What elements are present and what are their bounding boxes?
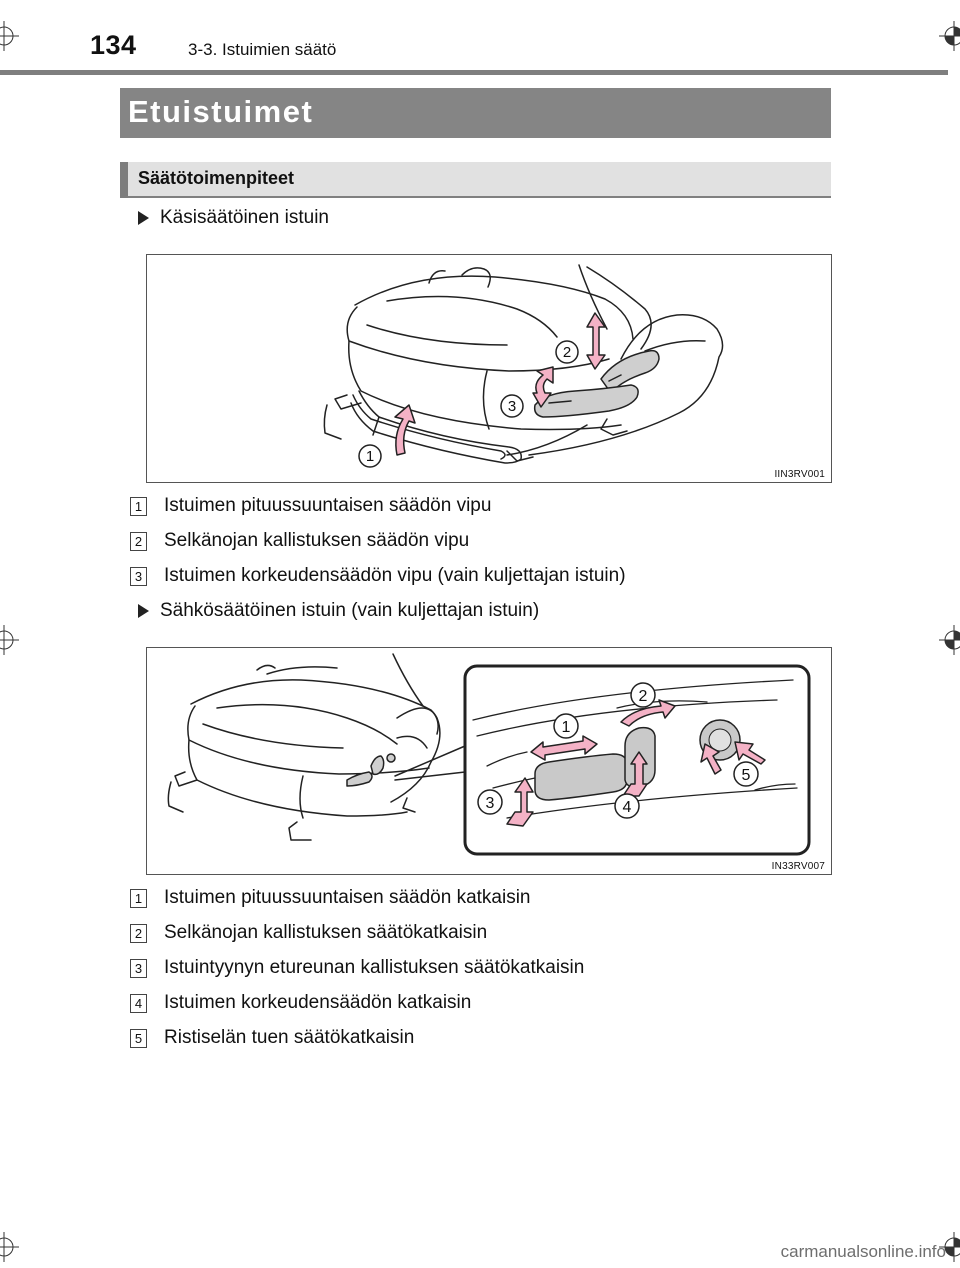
- legend-number-box: 2: [130, 531, 147, 551]
- legend-number-box: 4: [130, 993, 147, 1013]
- manual-seat-figure: 1 2 3 IIN3RV001: [146, 254, 832, 483]
- subheading: Säätötoimenpiteet: [138, 168, 295, 188]
- callout-3-bubble: [500, 394, 524, 418]
- power-seat-heading: Sähkösäätöinen istuin (vain kuljettajan …: [138, 600, 539, 622]
- legend-text: Selkänojan kallistuksen säädön vipu: [164, 530, 470, 551]
- power-seat-figure: 1 2 3 4 5 IN33RV007: [146, 647, 832, 875]
- header-rule: [0, 70, 948, 75]
- power-callout-5-bubble: [733, 761, 759, 787]
- manual-seat-illustration: 1 2 3: [323, 264, 724, 468]
- registration-mark-mid-left: [0, 625, 19, 655]
- power-legend-item-4: 4 Istuimen korkeudensäädön katkaisin: [130, 992, 471, 1014]
- registration-mark-mid-right: [939, 625, 960, 655]
- registration-mark-top-left: [0, 21, 19, 51]
- legend-text: Istuintyynyn etureunan kallistuksen säät…: [164, 957, 585, 978]
- subheading-bar: Säätötoimenpiteet: [120, 162, 831, 198]
- power-callout-5-label: 5: [742, 767, 751, 784]
- power-seat-illustration: 1 2 3 4 5: [167, 653, 811, 856]
- manual-seat-heading-text: Käsisäätöinen istuin: [160, 207, 329, 228]
- section-label: 3-3. Istuimien säätö: [188, 40, 337, 59]
- legend-text: Istuimen pituussuuntaisen säädön katkais…: [164, 887, 531, 908]
- power-legend-item-5: 5 Ristiselän tuen säätökatkaisin: [130, 1027, 414, 1049]
- page-number: 134: [90, 30, 137, 60]
- callout-2-label: 2: [563, 344, 571, 361]
- watermark: carmanualsonline.info: [780, 1242, 946, 1261]
- power-callout-3-label: 3: [486, 795, 495, 812]
- callout-2-bubble: [555, 340, 579, 364]
- power-legend-item-3: 3 Istuintyynyn etureunan kallistuksen sä…: [130, 957, 584, 979]
- legend-text: Istuimen korkeudensäädön vipu (vain kulj…: [164, 565, 626, 586]
- power-callout-4-label: 4: [623, 799, 632, 816]
- legend-number-box: 3: [130, 958, 147, 978]
- registration-mark-bottom-right: [939, 1232, 960, 1262]
- power-legend-item-2: 2 Selkänojan kallistuksen säätökatkaisin: [130, 922, 487, 944]
- legend-text: Selkänojan kallistuksen säätökatkaisin: [164, 922, 488, 943]
- manual-seat-figure-code: IIN3RV001: [774, 469, 825, 480]
- page-title: Etuistuimet: [128, 94, 314, 129]
- triangle-bullet-icon: [138, 211, 149, 225]
- power-callout-2-bubble: [630, 682, 656, 708]
- registration-mark-bottom-left: [0, 1232, 19, 1262]
- power-legend-item-1: 1 Istuimen pituussuuntaisen säädön katka…: [130, 887, 531, 909]
- legend-text: Istuimen pituussuuntaisen säädön vipu: [164, 495, 492, 516]
- power-callout-4-bubble: [614, 793, 640, 819]
- legend-number-box: 1: [130, 496, 147, 516]
- manual-legend-item-1: 1 Istuimen pituussuuntaisen säädön vipu: [130, 495, 491, 517]
- subheading-accent: [120, 162, 128, 198]
- manual-legend-item-2: 2 Selkänojan kallistuksen säädön vipu: [130, 530, 469, 552]
- manual-seat-heading: Käsisäätöinen istuin: [138, 207, 329, 229]
- legend-text: Istuimen korkeudensäädön katkaisin: [164, 992, 472, 1013]
- page-title-bar: Etuistuimet: [120, 88, 831, 138]
- callout-1-label: 1: [366, 448, 374, 465]
- legend-number-box: 2: [130, 923, 147, 943]
- legend-number-box: 5: [130, 1028, 147, 1048]
- registration-mark-top-right: [939, 21, 960, 51]
- power-seat-heading-text: Sähkösäätöinen istuin (vain kuljettajan …: [160, 600, 540, 621]
- power-seat-figure-code: IN33RV007: [771, 861, 825, 872]
- callout-1-bubble: [358, 444, 382, 468]
- manual-legend-item-3: 3 Istuimen korkeudensäädön vipu (vain ku…: [130, 565, 626, 587]
- power-callout-2-label: 2: [639, 688, 648, 705]
- power-callout-3-bubble: [477, 789, 503, 815]
- callout-3-label: 3: [508, 398, 516, 415]
- legend-number-box: 1: [130, 888, 147, 908]
- power-callout-1-label: 1: [562, 719, 571, 736]
- triangle-bullet-icon: [138, 604, 149, 618]
- legend-number-box: 3: [130, 566, 147, 586]
- power-callout-1-bubble: [553, 713, 579, 739]
- legend-text: Ristiselän tuen säätökatkaisin: [164, 1027, 415, 1048]
